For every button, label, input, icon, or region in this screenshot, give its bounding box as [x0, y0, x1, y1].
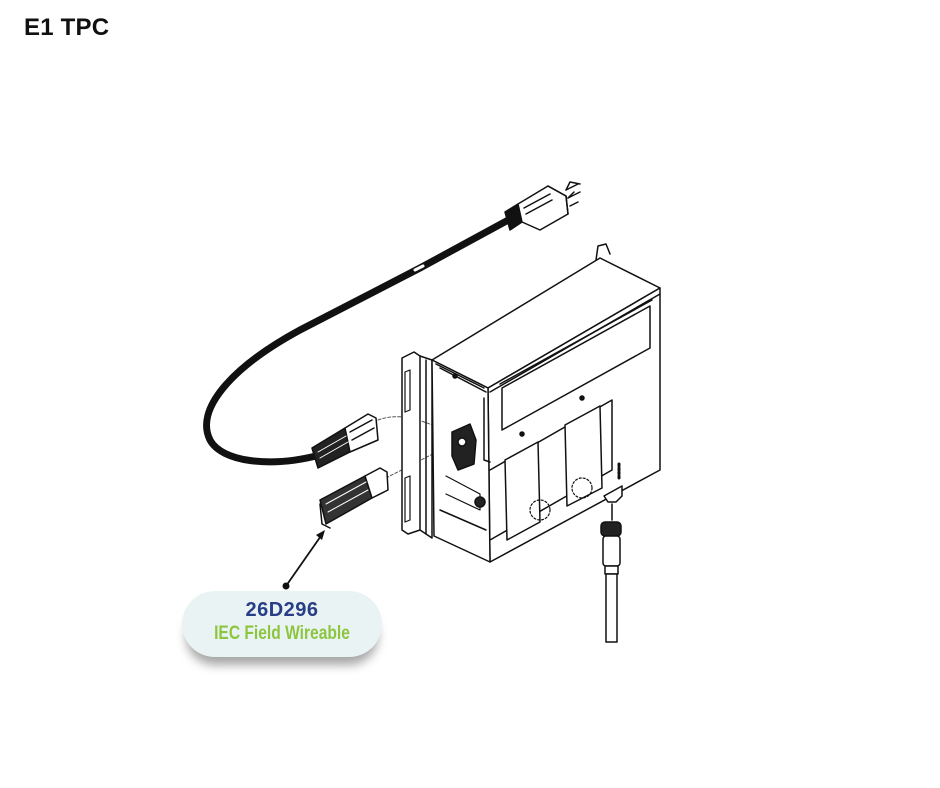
page-title: E1 TPC [24, 14, 110, 41]
iec-connector-icon [311, 413, 379, 469]
callout-part-number: 26D296 [245, 599, 319, 621]
part-callout: 26D296 IEC Field Wireable [182, 591, 382, 657]
callout-description: IEC Field Wireable [214, 623, 350, 644]
cable-fitting-icon [600, 485, 623, 643]
callout-leader [282, 530, 325, 590]
power-cord [203, 181, 581, 469]
iec-field-wireable-icon [319, 467, 389, 529]
tpc-box [401, 243, 661, 563]
nema-plug-icon [504, 181, 581, 231]
